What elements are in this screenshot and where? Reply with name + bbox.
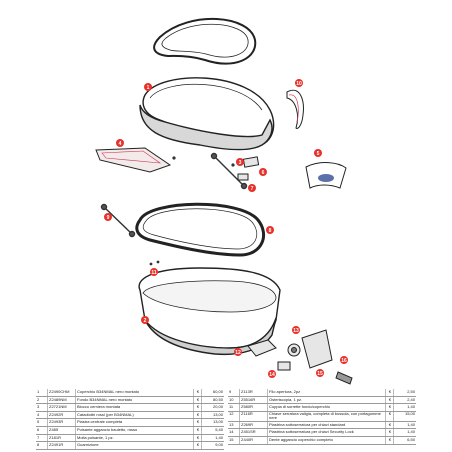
callout-13: 13: [292, 326, 300, 334]
callout-8: 8: [266, 226, 274, 234]
svg-text:9: 9: [107, 215, 110, 221]
gasket-ring: [135, 202, 265, 257]
svg-text:5: 5: [317, 151, 320, 157]
svg-text:1: 1: [147, 85, 150, 91]
callout-9: 9: [104, 213, 112, 221]
opening-wire-center: [210, 152, 248, 190]
base-shell: [138, 267, 281, 356]
callout-1: 1: [144, 83, 152, 91]
svg-text:2: 2: [144, 318, 147, 324]
small-screws: [149, 156, 235, 266]
lock-assembly: [247, 329, 353, 385]
callout-3: 3: [236, 158, 244, 166]
svg-text:11: 11: [151, 270, 157, 276]
callout-16: 16: [340, 356, 348, 364]
reflector-left: [95, 147, 172, 173]
lid-clip: [286, 89, 304, 129]
callout-7: 7: [248, 184, 256, 192]
callout-5: 5: [314, 149, 322, 157]
svg-text:7: 7: [251, 186, 254, 192]
lid-shell: [139, 77, 275, 151]
svg-text:15: 15: [317, 371, 323, 377]
callout-6: 6: [259, 168, 267, 176]
svg-text:16: 16: [341, 358, 347, 364]
svg-text:4: 4: [119, 141, 122, 147]
svg-text:10: 10: [296, 81, 302, 87]
callout-10: 10: [295, 79, 303, 87]
callout-4: 4: [116, 139, 124, 147]
exploded-view-diagram: 1 2 3 4 5 6 7 8 9 10 11 12 13 14 15 16: [95, 18, 353, 385]
opening-wire-left: [100, 203, 136, 238]
svg-text:3: 3: [239, 160, 242, 166]
callout-14: 14: [268, 370, 276, 378]
svg-text:8: 8: [269, 228, 272, 234]
svg-text:12: 12: [235, 350, 241, 356]
hinge-block: [237, 156, 260, 181]
svg-text:14: 14: [269, 372, 275, 378]
top-cover-pad: [153, 18, 257, 65]
svg-text:6: 6: [262, 170, 265, 176]
svg-text:13: 13: [293, 328, 299, 334]
callout-2: 2: [141, 316, 149, 324]
callout-11: 11: [150, 268, 158, 276]
callout-12: 12: [234, 348, 242, 356]
rear-badge-plate: [305, 162, 347, 189]
callout-15: 15: [316, 369, 324, 377]
